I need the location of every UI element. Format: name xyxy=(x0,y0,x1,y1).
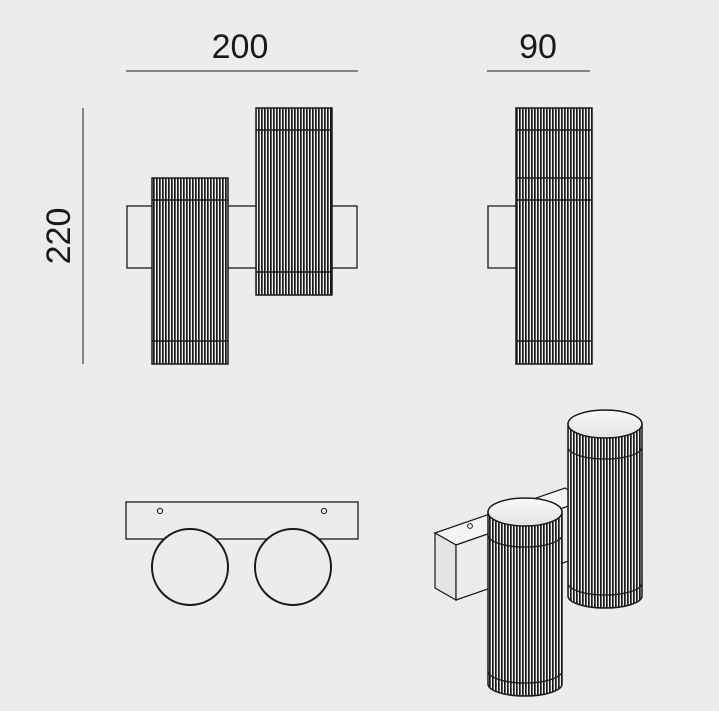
dimension-height: 220 xyxy=(40,108,84,364)
perspective-cap-front xyxy=(487,497,563,527)
screw-hole-right xyxy=(320,507,328,515)
perspective-view xyxy=(433,409,643,697)
screw-hole-left xyxy=(156,507,164,515)
front-view xyxy=(126,107,358,365)
side-cylinder xyxy=(515,107,593,365)
side-view xyxy=(487,107,593,365)
perspective-cap-back xyxy=(567,409,643,439)
front-cylinder-lower xyxy=(151,177,229,365)
dimension-width: 200 xyxy=(126,28,358,72)
front-cylinder-upper xyxy=(255,107,333,296)
dimension-depth: 90 xyxy=(487,28,590,72)
dimension-width-label: 200 xyxy=(212,28,269,66)
perspective-cylinder-back xyxy=(567,423,643,609)
perspective-cylinder-front xyxy=(487,511,563,697)
dimension-depth-label: 90 xyxy=(519,28,557,66)
dimension-height-label: 220 xyxy=(40,208,78,265)
top-cylinder-left xyxy=(151,528,229,606)
top-bracket xyxy=(125,501,359,540)
side-bracket xyxy=(487,205,521,269)
perspective-bracket-side xyxy=(434,531,457,602)
top-cylinder-right xyxy=(254,528,332,606)
top-view xyxy=(125,501,359,606)
